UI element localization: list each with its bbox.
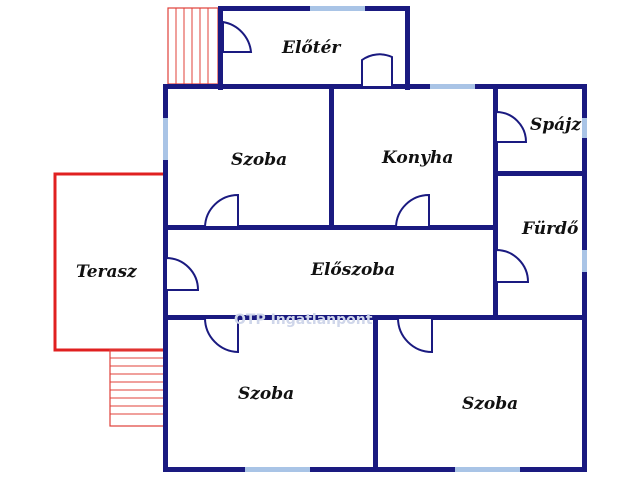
watermark: OTP Ingatlanpont — [234, 312, 373, 328]
windows — [163, 6, 587, 472]
room-label-szoba-bottom-right: Szoba — [462, 394, 518, 414]
room-label-spajz: Spájz — [530, 115, 581, 135]
room-label-terasz: Terasz — [76, 262, 137, 282]
stairs-bottom — [109, 349, 165, 427]
room-label-furdo: Fürdő — [521, 219, 579, 239]
room-label-eloter: Előtér — [281, 38, 341, 58]
room-label-szoba-bottom-left: Szoba — [238, 384, 294, 404]
room-label-szoba-top: Szoba — [231, 150, 287, 170]
room-label-konyha: Konyha — [381, 148, 453, 168]
doors — [165, 20, 530, 354]
room-label-eloszoba: Előszoba — [310, 260, 395, 280]
stairs-top — [167, 7, 219, 85]
